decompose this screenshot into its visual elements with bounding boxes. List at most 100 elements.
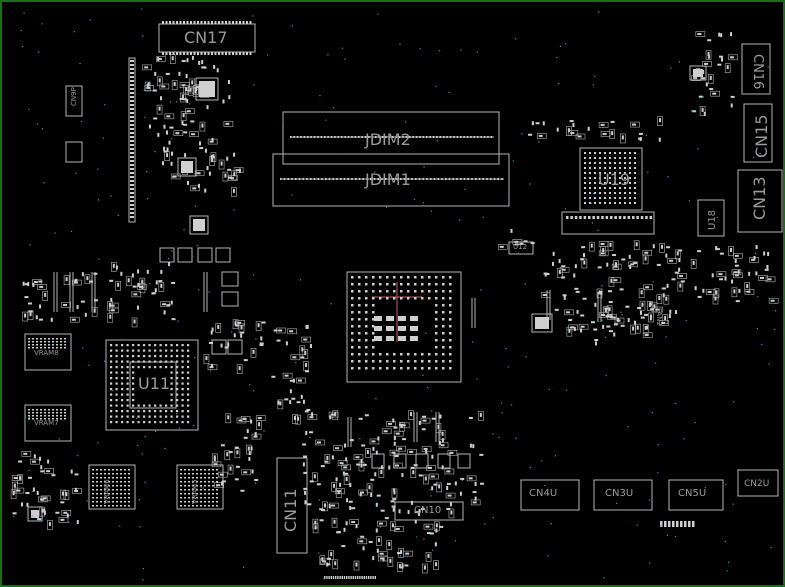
passive-outline (707, 74, 714, 84)
memory-vram8-label[interactable]: VRAM8 (34, 349, 59, 357)
via (438, 50, 441, 52)
left-bar-pin (130, 164, 134, 166)
pch-u19-ball (619, 172, 621, 174)
passive-pad (441, 465, 444, 470)
fan2-connector-label[interactable]: FAN2 (655, 308, 663, 326)
passive-outline (423, 474, 429, 485)
passive-pad (185, 87, 188, 92)
via (431, 410, 433, 412)
pch-u19-ball (584, 192, 586, 194)
cpu-socket-ball (365, 360, 368, 363)
via (194, 357, 196, 359)
passive-pad (593, 328, 598, 331)
passive-pad (608, 301, 613, 304)
vram-pad (100, 505, 102, 507)
passive-pad (370, 478, 375, 481)
vram-pad (208, 469, 210, 471)
via (28, 469, 30, 472)
passive-pad (414, 519, 417, 524)
passive-outline (606, 305, 613, 316)
via (167, 257, 170, 260)
passive-pad (74, 473, 79, 476)
memory-vram7-label[interactable]: VRAM7 (34, 419, 59, 427)
passive-pad (738, 288, 741, 293)
cpu-socket-ball (372, 339, 375, 342)
passive-pad (659, 118, 662, 123)
passive-pad (88, 280, 93, 283)
passive-pad (339, 482, 342, 487)
passive-pad (620, 324, 625, 327)
gpu-u11-ball (170, 377, 173, 380)
passive-pad (314, 520, 317, 525)
passive-pad (38, 318, 43, 321)
connector-cn15-label[interactable]: CN15 (752, 114, 771, 159)
cpu-socket-ball (449, 346, 452, 349)
small-ic-outline (689, 65, 707, 81)
gpu-u11-ball (154, 410, 157, 413)
passive-pad (389, 558, 392, 563)
gpu-u11-ball (148, 360, 151, 363)
via (759, 152, 761, 155)
passive-outline (156, 56, 166, 62)
jdim1-pin (302, 178, 304, 180)
gpu-u11-ball (126, 377, 129, 380)
via (480, 289, 482, 291)
vram-pad (204, 481, 206, 483)
passive-pad (277, 400, 280, 405)
connector-cn4u-label[interactable]: CN4U (529, 488, 558, 499)
via (255, 338, 257, 340)
vram-pad (200, 477, 202, 479)
passive-pad (163, 150, 168, 153)
vram-pad (112, 497, 114, 499)
gpu-u11-ball (181, 404, 184, 407)
passive-pad (349, 439, 354, 442)
connector-cn16-label[interactable]: CN16 (750, 54, 765, 90)
connector-cn3u-label[interactable]: CN3U (605, 488, 634, 499)
jdim1-pin (381, 178, 383, 180)
cn17-pin (249, 21, 252, 24)
dimm-slot-jdim1-label[interactable]: JDIM1 (365, 170, 411, 189)
vram-pad (212, 477, 214, 479)
gpu-u11-ball (110, 421, 113, 424)
chip-u12-label[interactable]: U12 (513, 243, 528, 251)
passive-pad (240, 489, 245, 492)
pch-u19-ball (604, 172, 606, 174)
connector-cn9p-label[interactable]: CN9P (70, 87, 78, 106)
cpu-socket-ball (351, 353, 354, 356)
component-pads (12, 21, 775, 579)
via (501, 412, 503, 414)
passive-pad (326, 455, 329, 460)
chip-u11-label[interactable]: U11 (138, 374, 171, 393)
chip-u18-label[interactable]: U18 (707, 209, 718, 230)
jdim2-pin (300, 136, 302, 138)
cpu-socket-ball (372, 283, 375, 286)
chip-u19-label[interactable]: U19 (598, 170, 631, 189)
gpu-u11-ball (187, 344, 190, 347)
connector-cn5u-label[interactable]: CN5U (678, 488, 707, 499)
dimm-slot-jdim2-label[interactable]: JDIM2 (365, 130, 411, 149)
connector-cn10-label[interactable]: CN10 (414, 505, 442, 516)
connector-cn11-label[interactable]: CN11 (281, 488, 300, 533)
pch-lower-pad (640, 216, 644, 219)
gpu-u11-ball (110, 382, 113, 385)
passive-pad (228, 451, 233, 454)
passive-pad (431, 454, 434, 459)
gpu-u11-ball (187, 355, 190, 358)
gpu-u11-ball (115, 399, 118, 402)
connector-cn2u-label[interactable]: CN2U (744, 479, 770, 489)
cpu-socket-ball (414, 297, 417, 300)
memory-vram6-label[interactable]: VRAM6 (103, 479, 111, 504)
connector-cn17-label[interactable]: CN17 (184, 28, 228, 47)
memory-vram5-label[interactable]: VRAM5 (191, 479, 199, 504)
passive-pad (160, 96, 163, 101)
passive-pad (302, 399, 305, 404)
vram-pad (104, 481, 106, 483)
passive-pad (132, 285, 137, 288)
passive-outline (369, 438, 380, 445)
vram-pad (104, 501, 106, 503)
passive-pad (110, 309, 115, 312)
passive-pad (368, 541, 373, 544)
cn17-pin (242, 52, 245, 55)
connector-cn13-label[interactable]: CN13 (750, 176, 769, 221)
gpu-u11-ball (165, 415, 168, 418)
